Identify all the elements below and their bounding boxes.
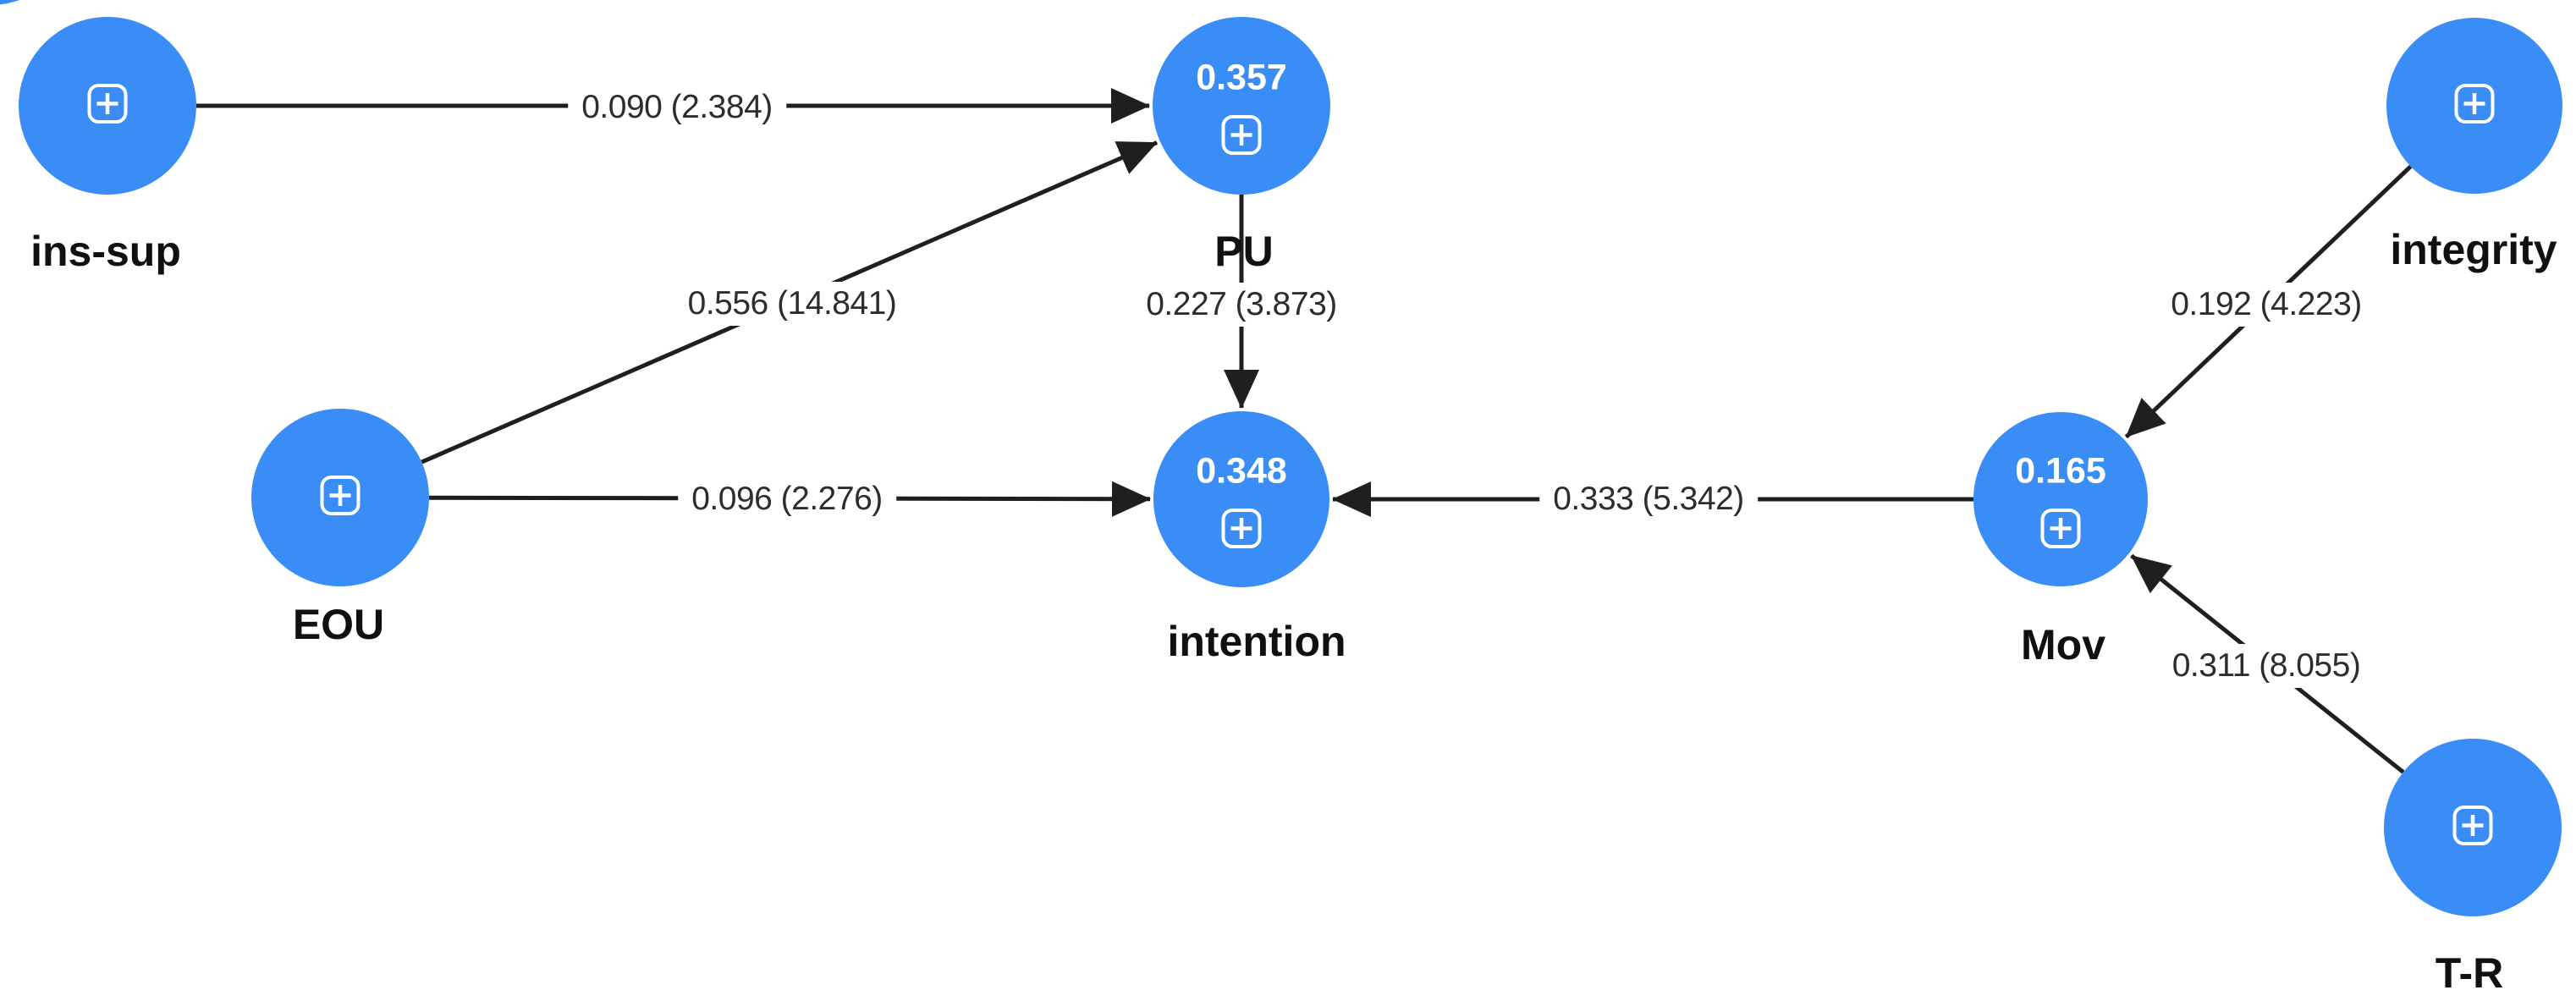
plus-box-glyph bbox=[87, 84, 128, 124]
expand-indicators-icon[interactable] bbox=[2040, 509, 2081, 553]
expand-indicators-icon[interactable] bbox=[2452, 806, 2493, 850]
path-coefficient-label[interactable]: 0.096 (2.276) bbox=[678, 477, 896, 521]
node-r2-value: 0.348 bbox=[1196, 450, 1287, 492]
plus-box-glyph bbox=[1221, 115, 1262, 155]
expand-indicators-icon[interactable] bbox=[87, 84, 128, 129]
node-label-intention: intention bbox=[1167, 618, 1346, 665]
node-label-PU: PU bbox=[1214, 228, 1274, 275]
plus-box-glyph bbox=[2454, 84, 2495, 124]
expand-indicators-icon[interactable] bbox=[1221, 509, 1262, 553]
node-PU[interactable] bbox=[1153, 17, 1330, 195]
node-r2-value: 0.357 bbox=[1196, 57, 1287, 98]
node-label-Mov: Mov bbox=[2021, 621, 2105, 668]
plus-box-glyph bbox=[1221, 509, 1262, 548]
expand-indicators-icon[interactable] bbox=[320, 476, 361, 520]
path-coefficient-label[interactable]: 0.090 (2.384) bbox=[568, 85, 786, 129]
node-intention[interactable] bbox=[1153, 411, 1329, 587]
node-r2-value: 0.165 bbox=[2015, 450, 2106, 492]
path-coefficient-label[interactable]: 0.333 (5.342) bbox=[1539, 477, 1758, 521]
node-Mov[interactable] bbox=[1973, 412, 2148, 586]
path-coefficient-label[interactable]: 0.192 (4.223) bbox=[2157, 283, 2375, 327]
node-label-EOU: EOU bbox=[292, 601, 385, 648]
expand-indicators-icon[interactable] bbox=[2454, 84, 2495, 129]
node-label-integrity: integrity bbox=[2390, 226, 2557, 273]
path-coefficient-label[interactable]: 0.311 (8.055) bbox=[2158, 644, 2375, 688]
node-label-T-R: T-R bbox=[2435, 949, 2504, 997]
node-label-ins-sup: ins-sup bbox=[30, 228, 181, 275]
expand-indicators-icon[interactable] bbox=[1221, 115, 1262, 160]
plus-box-glyph bbox=[2040, 509, 2081, 548]
path-coefficient-label[interactable]: 0.556 (14.841) bbox=[674, 282, 911, 326]
offscreen-node-fragment bbox=[0, 0, 20, 5]
plus-box-glyph bbox=[320, 476, 361, 515]
plus-box-glyph bbox=[2452, 806, 2493, 845]
path-coefficient-label[interactable]: 0.227 (3.873) bbox=[1132, 283, 1351, 327]
